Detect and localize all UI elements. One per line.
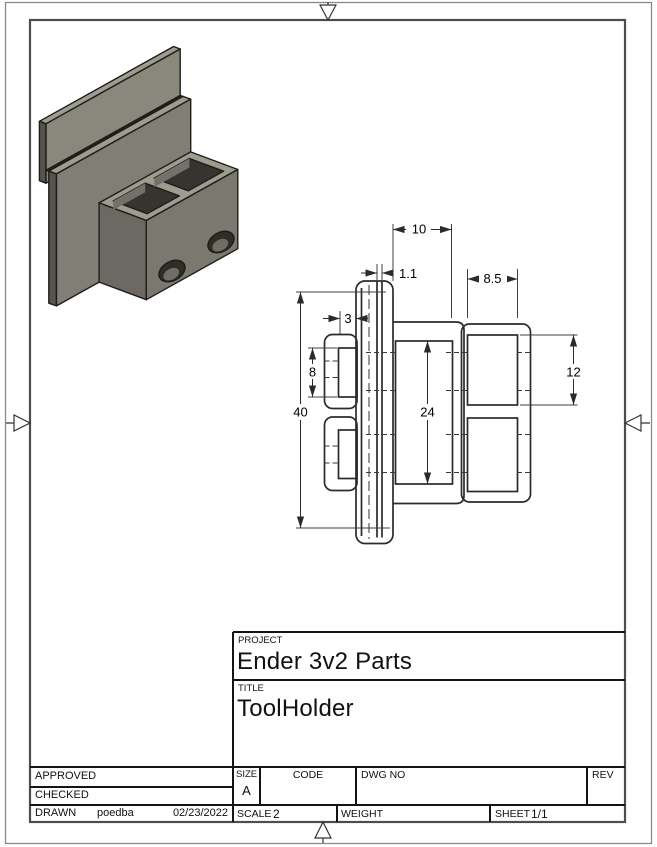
title-label: TITLE (238, 683, 264, 694)
drawn-by: poedba (97, 807, 134, 819)
size-label: SIZE (236, 769, 258, 780)
dim-10: 10 (412, 222, 426, 237)
scale-value: 2 (273, 807, 280, 821)
extension-lines (296, 224, 578, 529)
dim-3: 3 (344, 311, 351, 326)
right-box-outer (460, 323, 532, 503)
pocket-right-wall (154, 158, 190, 188)
center-mark-right-icon (623, 414, 650, 432)
dim-1-1: 1.1 (399, 266, 417, 281)
title-value: ToolHolder (237, 695, 354, 722)
dim-40: 40 (293, 405, 307, 420)
dim-12: 12 (566, 365, 580, 380)
iso-view (38, 45, 239, 307)
dimension-label-halos (287, 223, 587, 420)
right-box-opening-bottom (466, 417, 519, 493)
center-mark-bottom-icon (314, 820, 332, 843)
dwg-no-label: DWG NO (361, 769, 406, 781)
sheet-value: 1/1 (531, 807, 548, 821)
drawn-date: 02/23/2022 (172, 807, 228, 819)
hidden-lines (324, 351, 531, 474)
title-block-grid (30, 631, 625, 822)
right-box-opening-top (466, 334, 519, 406)
dim-8: 8 (309, 365, 316, 380)
weight-label: WEIGHT (341, 808, 383, 820)
approved-label: APPROVED (35, 770, 97, 782)
rev-label: REV (592, 769, 614, 781)
plate-left-face (48, 170, 58, 307)
code-label: CODE (292, 769, 324, 781)
pocket-left-wall (113, 183, 146, 210)
dim-24: 24 (420, 405, 434, 420)
clip-lower-inner (337, 429, 358, 480)
mid-box-outer (393, 321, 465, 505)
rail-left-face (38, 120, 47, 184)
project-label: PROJECT (238, 635, 283, 646)
project-value: Ender 3v2 Parts (237, 648, 413, 675)
hole-left-icon (158, 259, 186, 283)
hole-right-icon (207, 230, 235, 254)
center-mark-top-icon (319, 2, 337, 22)
box-left-face (98, 202, 148, 301)
clip-lower-outer (323, 416, 358, 492)
plate-profile (355, 280, 394, 545)
checked-label: CHECKED (35, 789, 89, 801)
dimension-labels: 10 1.1 8.5 3 8 40 24 12 (293, 222, 580, 420)
sheet-label: SHEET (495, 808, 531, 820)
pocket-left-opening (112, 182, 181, 215)
side-view: 10 1.1 8.5 3 8 40 24 12 (287, 222, 587, 545)
size-value: A (242, 783, 251, 798)
drawn-label: DRAWN (35, 807, 77, 819)
dim-8-5: 8.5 (483, 271, 501, 286)
scale-label: SCALE (237, 808, 272, 820)
clip-upper-inner (337, 347, 358, 398)
center-mark-left-icon (6, 414, 32, 432)
